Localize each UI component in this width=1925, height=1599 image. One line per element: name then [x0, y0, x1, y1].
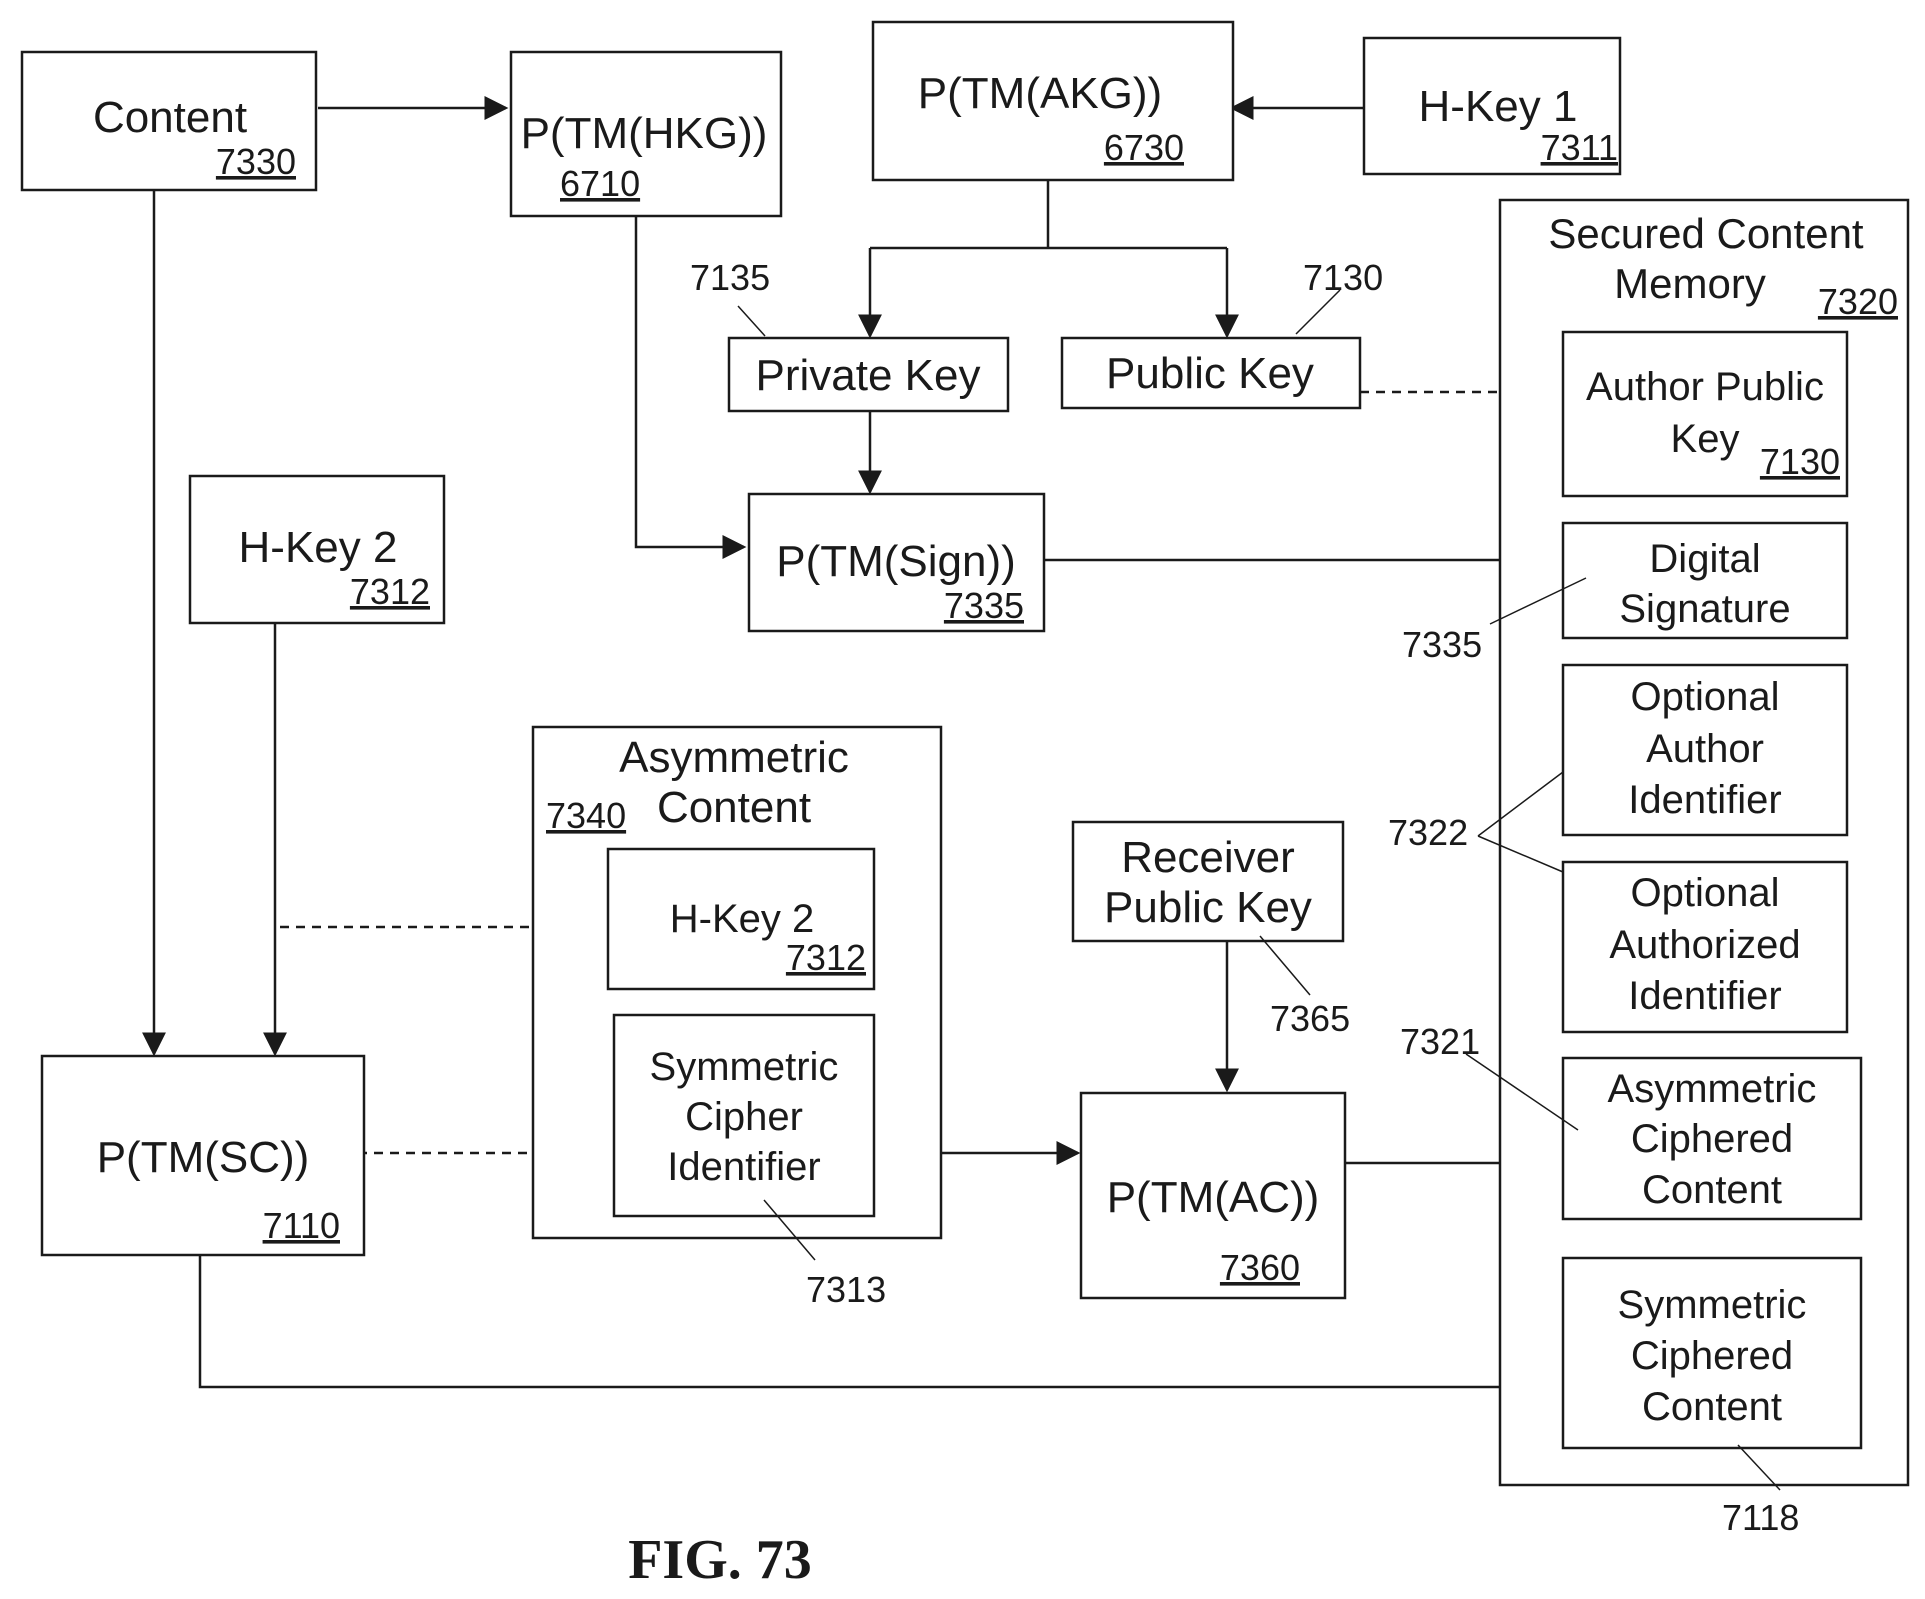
figure-label: FIG. 73 — [628, 1529, 812, 1591]
sc-box: P(TM(SC)) 7110 — [42, 1056, 364, 1255]
asym-hkey2-ref: 7312 — [786, 937, 866, 978]
asym-hkey2-label: H-Key 2 — [670, 897, 815, 941]
akg-label: P(TM(AKG)) — [918, 69, 1162, 118]
asym-content-label-line1: Asymmetric — [619, 733, 849, 782]
digital-signature-line2: Signature — [1619, 587, 1790, 631]
asymmetric-ciphered-content-box: Asymmetric Ciphered Content — [1563, 1058, 1861, 1219]
sign-box: P(TM(Sign)) 7335 — [749, 494, 1044, 631]
optional-author-identifier-line1: Optional — [1631, 675, 1780, 719]
asym-hkey2-box: H-Key 2 7312 — [608, 849, 874, 989]
callout-7365: 7365 — [1270, 998, 1350, 1039]
leader-7135 — [738, 306, 765, 336]
sym-cipher-id-box: Symmetric Cipher Identifier — [614, 1015, 874, 1216]
symmetric-ciphered-content-box: Symmetric Ciphered Content — [1563, 1258, 1861, 1448]
akg-ref: 6730 — [1104, 127, 1184, 168]
asym-content-ref: 7340 — [546, 795, 626, 836]
callout-7335: 7335 — [1402, 624, 1482, 665]
hkg-box: P(TM(HKG)) 6710 — [511, 52, 781, 216]
secured-memory-line2: Memory — [1614, 260, 1766, 307]
sym-cipher-id-line3: Identifier — [667, 1145, 820, 1189]
private-key-box: Private Key — [729, 338, 1008, 411]
asymmetric-ciphered-line3: Content — [1642, 1168, 1782, 1212]
sc-ref: 7110 — [263, 1205, 340, 1246]
callout-7322: 7322 — [1388, 812, 1468, 853]
author-public-key-line2: Key — [1671, 417, 1740, 461]
author-public-key-box: Author Public Key 7130 — [1563, 332, 1847, 496]
content-label: Content — [93, 93, 247, 142]
receiver-public-key-box: Receiver Public Key — [1073, 822, 1343, 941]
secured-memory-ref: 7320 — [1818, 281, 1898, 322]
ac-ref: 7360 — [1220, 1247, 1300, 1288]
hkey1-ref: 7311 — [1541, 127, 1618, 168]
receiver-public-key-line2: Public Key — [1104, 883, 1312, 932]
public-key-label: Public Key — [1106, 349, 1314, 398]
arrow-akg-branch — [870, 180, 1227, 248]
optional-author-identifier-line2: Author — [1646, 727, 1764, 771]
callout-7313: 7313 — [806, 1269, 886, 1310]
ac-box: P(TM(AC)) 7360 — [1081, 1093, 1345, 1298]
digital-signature-box: Digital Signature — [1563, 523, 1847, 638]
symmetric-ciphered-line3: Content — [1642, 1385, 1782, 1429]
hkey1-label: H-Key 1 — [1419, 82, 1578, 131]
hkg-ref: 6710 — [560, 163, 640, 204]
author-public-key-ref: 7130 — [1760, 441, 1840, 482]
optional-authorized-identifier-box: Optional Authorized Identifier — [1563, 862, 1847, 1032]
symmetric-ciphered-line1: Symmetric — [1618, 1283, 1807, 1327]
callout-7135: 7135 — [690, 257, 770, 298]
public-key-box: Public Key — [1062, 338, 1360, 408]
hkey2-box: H-Key 2 7312 — [190, 476, 444, 623]
symmetric-ciphered-line2: Ciphered — [1631, 1334, 1793, 1378]
receiver-public-key-line1: Receiver — [1121, 833, 1295, 882]
optional-author-identifier-box: Optional Author Identifier — [1563, 665, 1847, 835]
sc-label: P(TM(SC)) — [97, 1133, 310, 1182]
sign-label: P(TM(Sign)) — [776, 537, 1016, 586]
sym-cipher-id-line1: Symmetric — [650, 1045, 839, 1089]
private-key-label: Private Key — [756, 351, 981, 400]
ac-label: P(TM(AC)) — [1107, 1173, 1320, 1222]
content-box: Content 7330 — [22, 52, 316, 190]
secured-memory-line1: Secured Content — [1548, 210, 1864, 257]
akg-box: P(TM(AKG)) 6730 — [873, 22, 1233, 180]
leader-7365 — [1260, 936, 1310, 995]
callout-7118: 7118 — [1722, 1497, 1799, 1538]
callout-7321: 7321 — [1400, 1021, 1480, 1062]
hkey1-box: H-Key 1 7311 — [1364, 38, 1620, 174]
optional-author-identifier-line3: Identifier — [1628, 778, 1781, 822]
content-ref: 7330 — [216, 141, 296, 182]
asymmetric-ciphered-line1: Asymmetric — [1608, 1067, 1817, 1111]
digital-signature-line1: Digital — [1649, 537, 1760, 581]
optional-authorized-identifier-line2: Authorized — [1609, 923, 1800, 967]
sym-cipher-id-line2: Cipher — [685, 1095, 803, 1139]
optional-authorized-identifier-line3: Identifier — [1628, 974, 1781, 1018]
sign-ref: 7335 — [944, 585, 1024, 626]
hkey2-ref: 7312 — [350, 571, 430, 612]
asymmetric-ciphered-line2: Ciphered — [1631, 1117, 1793, 1161]
callout-7130: 7130 — [1303, 257, 1383, 298]
asym-content-label-line2: Content — [657, 783, 811, 832]
hkg-label: P(TM(HKG)) — [521, 109, 768, 158]
author-public-key-line1: Author Public — [1586, 365, 1824, 409]
optional-authorized-identifier-line1: Optional — [1631, 871, 1780, 915]
hkey2-label: H-Key 2 — [239, 523, 398, 572]
